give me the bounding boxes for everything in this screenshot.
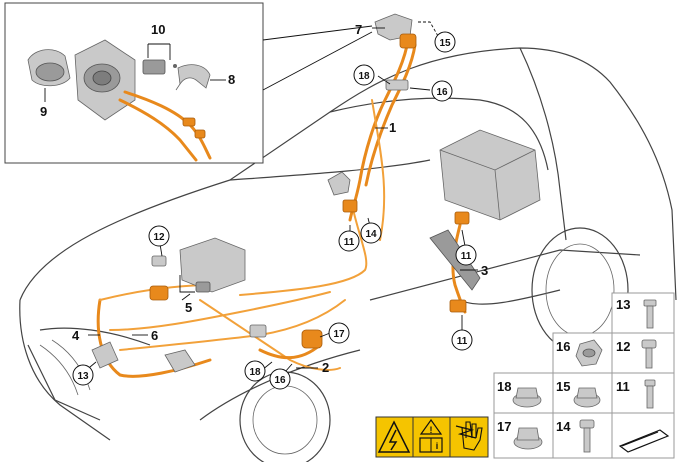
callout-14: 14 xyxy=(365,229,377,240)
flange-nut-17-icon xyxy=(513,427,543,450)
callout-17: 17 xyxy=(333,329,345,340)
leader-lines xyxy=(83,21,478,373)
bolt-12-icon xyxy=(641,339,657,369)
grid-label-13: 13 xyxy=(616,297,630,312)
hex-nut-16-icon xyxy=(575,339,603,367)
locking-actuator-part xyxy=(142,59,177,75)
circled-callouts: 15 18 16 11 14 11 11 12 17 13 18 16 xyxy=(72,31,477,390)
callout-11-left: 11 xyxy=(344,237,355,248)
harness-connector-mid xyxy=(327,171,358,213)
plug-connector-icon xyxy=(618,429,670,453)
callout-8: 8 xyxy=(228,72,235,87)
charging-connector-top xyxy=(374,13,417,49)
fastener-parts-grid: 13 16 12 18 15 11 xyxy=(493,292,675,459)
callout-11-bottom: 11 xyxy=(457,336,468,347)
callout-16-bottom: 16 xyxy=(274,375,286,386)
callout-18-top: 18 xyxy=(358,71,370,82)
callout-3: 3 xyxy=(481,263,488,278)
callout-16-top: 16 xyxy=(436,87,448,98)
svg-text:i: i xyxy=(436,441,439,451)
front-electronics-unit xyxy=(91,237,323,373)
no-touch-hand-icon xyxy=(455,421,483,451)
callout-9: 9 xyxy=(40,104,47,119)
callout-6: 6 xyxy=(151,328,158,343)
callout-13: 13 xyxy=(77,371,89,382)
flange-nut-15-icon xyxy=(573,387,601,408)
power-electronics-unit xyxy=(429,129,541,313)
high-voltage-warning-icon xyxy=(377,420,411,453)
flange-nut-18-icon xyxy=(512,387,542,408)
grid-label-17: 17 xyxy=(497,419,511,434)
callout-11-right: 11 xyxy=(461,251,472,262)
svg-text:!: ! xyxy=(430,425,433,435)
callout-labels: 7 1 3 5 4 6 2 10 8 9 xyxy=(40,22,488,375)
screw-14-icon xyxy=(579,419,595,453)
callout-7: 7 xyxy=(355,22,362,37)
grid-label-14: 14 xyxy=(556,419,571,434)
warning-label-strip: ! i xyxy=(375,416,489,458)
protective-cap-part xyxy=(27,49,71,87)
callout-1: 1 xyxy=(389,120,396,135)
callout-15: 15 xyxy=(439,38,451,49)
callout-5: 5 xyxy=(185,300,192,315)
cable-clip-cluster xyxy=(385,79,409,91)
bracket-part xyxy=(175,64,211,91)
callout-2: 2 xyxy=(322,360,329,375)
manual-info-icon: ! i xyxy=(419,418,443,453)
inset-detail-panel xyxy=(4,2,373,164)
callout-12: 12 xyxy=(153,232,165,243)
callout-4: 4 xyxy=(72,328,80,343)
stud-11-icon xyxy=(644,379,656,409)
callout-18-bottom: 18 xyxy=(249,367,261,378)
grid-label-15: 15 xyxy=(556,379,570,394)
callout-10: 10 xyxy=(151,22,165,37)
grid-label-16: 16 xyxy=(556,339,570,354)
grid-label-11: 11 xyxy=(616,379,630,394)
screw-13-icon xyxy=(643,299,657,329)
grid-label-12: 12 xyxy=(616,339,630,354)
grid-label-18: 18 xyxy=(497,379,511,394)
